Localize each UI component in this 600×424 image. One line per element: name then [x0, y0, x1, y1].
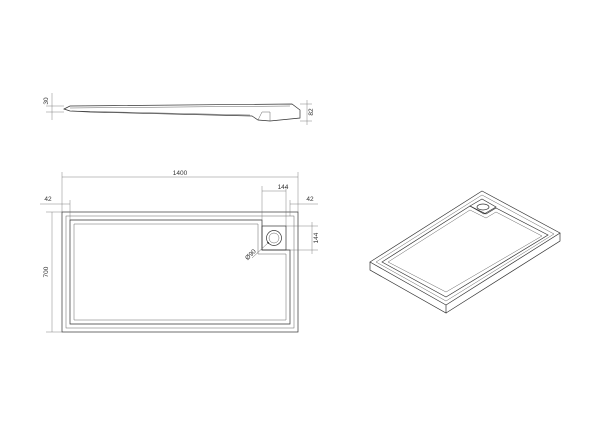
- iso-basin-outline: [381, 205, 549, 298]
- plan-outer-outline: [61, 211, 299, 333]
- side-profile-outline: [63, 103, 301, 122]
- side-profile-inner-line: [69, 105, 291, 121]
- plan-drain-inner-circle: [268, 232, 280, 244]
- plan-view: Ø90 1400 42 144 42 144 700: [40, 170, 320, 333]
- drain-diameter-leader: [251, 241, 270, 259]
- plan-rim-line: [65, 215, 295, 329]
- iso-drain-box: [469, 198, 497, 215]
- plan-drain-circle: [266, 230, 282, 246]
- overall-width-label: 700: [43, 266, 50, 277]
- overall-length-label: 1400: [173, 170, 188, 177]
- side-height-right-label: 82: [308, 108, 315, 116]
- plan-basin-inner: [73, 223, 287, 321]
- iso-rim-line: [375, 194, 555, 302]
- side-view: 30 82: [43, 93, 315, 125]
- iso-side-face: [445, 233, 561, 314]
- plan-drain-box: [261, 225, 287, 251]
- plan-basin-outline: [69, 219, 291, 325]
- iso-front-face: [369, 262, 447, 314]
- isometric-view: [369, 190, 561, 314]
- drain-diameter-label: Ø90: [244, 248, 258, 262]
- left-border-label: 42: [44, 196, 52, 203]
- side-height-left-label: 30: [43, 97, 50, 105]
- drain-box-height-label: 144: [313, 232, 320, 243]
- right-border-label: 42: [306, 196, 314, 203]
- iso-drain-circle: [476, 203, 490, 211]
- iso-basin-inner: [387, 209, 543, 293]
- drain-box-width-label: 144: [278, 184, 289, 191]
